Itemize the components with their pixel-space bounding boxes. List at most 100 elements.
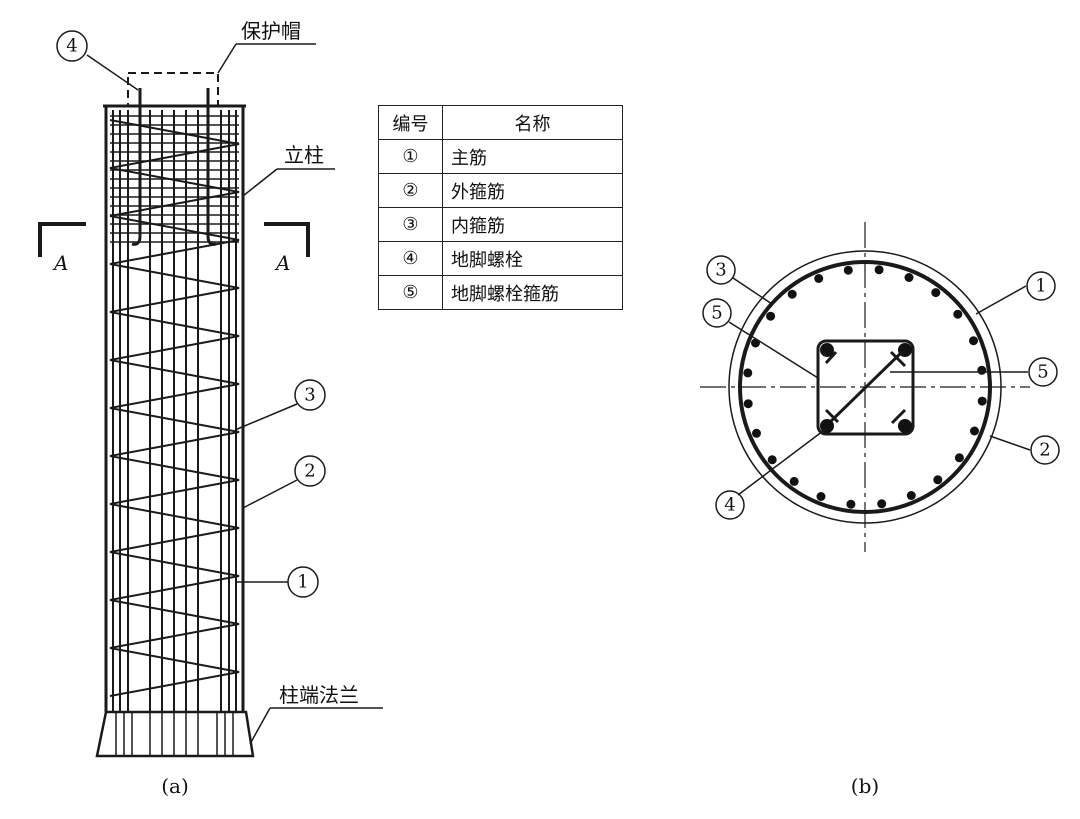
section-bar-dot [969,336,978,346]
protective-cap-outline [127,72,219,107]
anchor-bolt-dot-bl [820,419,834,433]
table-cell-number: ③ [378,207,443,242]
cap-label: 保护帽 [241,19,301,43]
callout-4-leader [86,54,139,91]
table-cell-name: 地脚螺栓箍筋 [442,275,623,310]
callout-b1-leader [975,285,1027,315]
flange-bars [115,712,234,756]
section-bar-dot [816,492,826,501]
section-bar-dot [931,288,941,298]
callout-b4-circle [715,490,745,520]
hoop-hook-br [890,408,907,425]
callout-b5r-circle [1028,357,1058,387]
section-mark-right [264,222,310,257]
column-end-flange [95,710,255,758]
flange-label: 柱端法兰 [279,683,359,707]
hoop-hook-bl [824,408,840,424]
section-bar-dot [766,311,776,321]
section-bar-dot [789,476,799,486]
callout-b2-leader [989,435,1031,451]
section-mark-left [38,222,86,257]
callout-3-circle [294,379,326,411]
anchor-bolt-hoop-diagonal [824,347,907,428]
cross-section-view: 3 5 1 5 2 4 (b) [700,222,1060,798]
anchor-bolt-left [131,88,142,246]
callout-b4-number: 4 [724,495,735,516]
section-label-right: A [274,251,290,275]
column-outer-circle [728,250,1002,524]
section-bar-dot [767,455,777,465]
table-header-name: 名称 [442,105,623,140]
section-bar-dot [843,265,853,275]
section-bar-dot [954,453,964,463]
section-label-left: A [52,251,68,275]
table-cell-name: 主筋 [442,139,623,174]
section-bar-dot [814,274,824,283]
anchor-bolt-dot-br [898,419,912,433]
callout-4-circle [56,30,88,62]
callout-b3-circle [706,255,736,285]
table-row: ④ 地脚螺栓 [378,241,623,276]
column-leader [242,168,278,197]
callout-2-number: 2 [304,461,315,482]
callout-b1-number: 1 [1035,276,1046,297]
callout-b4-leader [737,427,828,496]
callout-b5l-leader [728,321,819,379]
table-header-row: 编号 名称 [378,105,623,140]
anchor-bolt-dot-tr [898,343,912,357]
callout-3-number: 3 [304,385,315,406]
callout-b3-leader [732,277,773,305]
inner-hoops [110,115,239,243]
section-bar-dot [752,428,761,438]
outer-hoop-ring [738,260,992,514]
table-row: ⑤ 地脚螺栓箍筋 [378,275,623,310]
caption-b: (b) [851,774,879,798]
callout-b2-number: 2 [1039,440,1050,461]
section-bar-dot [877,499,887,509]
section-bar-dot [743,368,753,378]
caption-a: (a) [161,774,189,798]
table-cell-name: 外箍筋 [442,173,623,208]
table-row: ① 主筋 [378,139,623,174]
callout-4-number: 4 [66,36,77,57]
callout-b5l-number: 5 [711,303,722,324]
callout-2-leader [242,479,298,509]
component-legend-table: 编号 名称 ① 主筋 ② 外箍筋 ③ 内箍筋 ④ 地脚螺栓 ⑤ 地脚螺栓箍筋 [378,105,623,310]
table-header-number: 编号 [378,105,443,140]
section-bar-dot [787,289,797,299]
section-bar-dot [904,273,914,282]
callout-b2-circle [1030,435,1060,465]
table-row: ③ 内箍筋 [378,207,623,242]
anchor-bolt-hoop-square [816,339,915,436]
callout-2-circle [294,455,326,487]
table-cell-number: ④ [378,241,443,276]
section-bar-dot [953,309,963,319]
anchor-bolt-right [206,88,217,246]
section-bar-dot [743,399,753,409]
table-cell-name: 内箍筋 [442,207,623,242]
callout-1-circle [287,566,319,598]
section-bar-dot [846,499,856,509]
column-label: 立柱 [284,143,324,167]
section-bar-dot [906,491,916,500]
section-bar-dot [874,265,884,275]
hoop-hook-tr [889,350,907,368]
hoop-hook-tl [824,350,838,365]
anchor-bolt-dot-tl [820,343,834,357]
callout-b5l-circle [702,298,732,328]
table-cell-number: ② [378,173,443,208]
callout-b3-number: 3 [715,260,726,281]
outer-spiral-hoop [109,119,240,697]
flange-leader [249,707,271,745]
callout-3-leader [234,403,298,431]
section-bar-dot [933,475,943,485]
table-row: ② 外箍筋 [378,173,623,208]
cap-leader [217,43,237,74]
table-cell-name: 地脚螺栓 [442,241,623,276]
table-cell-number: ① [378,139,443,174]
callout-b1-circle [1026,271,1056,301]
callout-1-number: 1 [297,572,308,593]
table-cell-number: ⑤ [378,275,443,310]
elevation-view: A A 保护帽 立柱 柱端法兰 4 3 2 1 (a) [38,19,383,798]
